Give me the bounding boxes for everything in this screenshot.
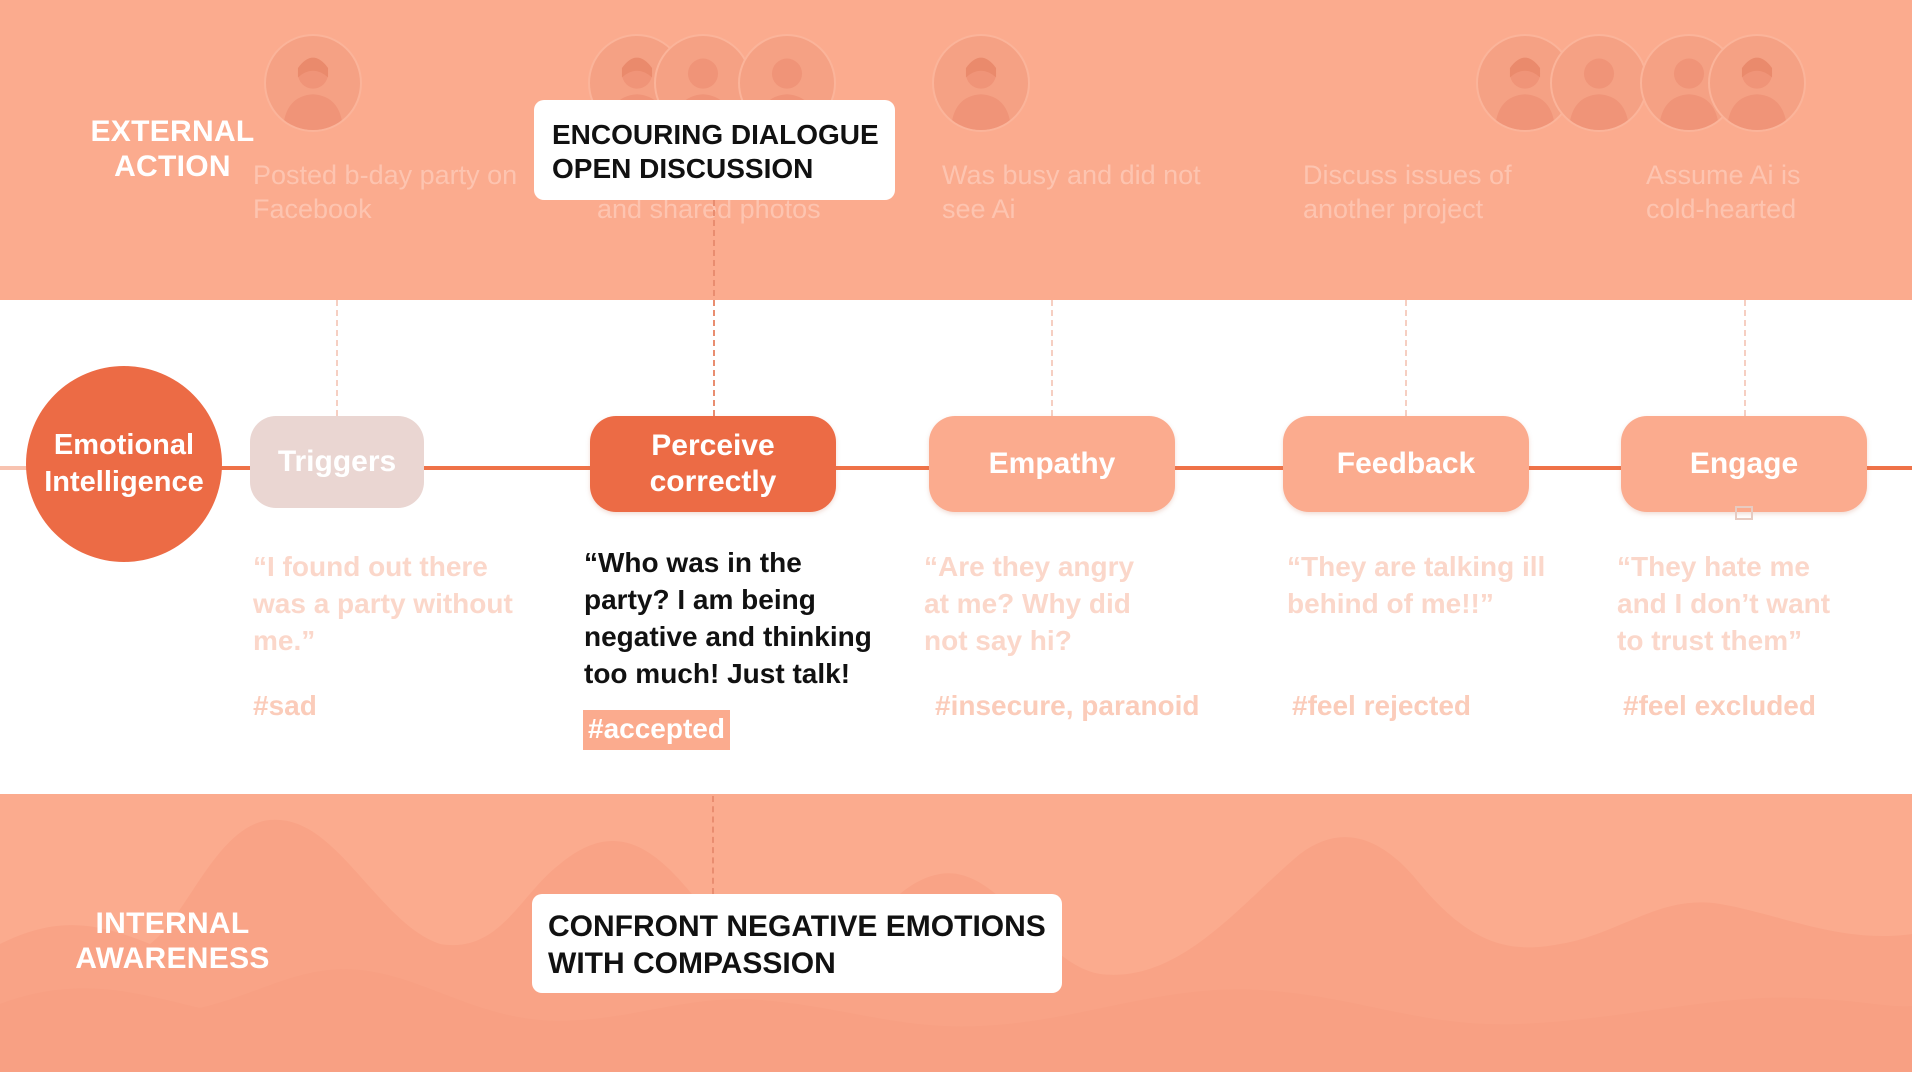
- dialogue-callout: ENCOURING DIALOGUE OPEN DISCUSSION: [534, 100, 895, 200]
- quote-line: to trust them”: [1617, 625, 1803, 656]
- stage-perceive-correctly: Perceive correctly: [590, 416, 836, 512]
- external-action-line: cold-hearted: [1646, 194, 1797, 224]
- center-label-line: Emotional: [53, 429, 195, 461]
- stage-label: correctly: [649, 465, 777, 498]
- stage-triggers: Triggers: [250, 416, 424, 508]
- square-icon: [1735, 506, 1753, 520]
- person-avatar-icon: [932, 34, 1030, 132]
- quote-line: not say hi?: [924, 625, 1072, 656]
- stage-engage: Engage: [1621, 416, 1867, 512]
- quote-line: was a party without: [253, 588, 513, 619]
- external-action-line: Posted b-day party on: [253, 160, 518, 190]
- connector-line: [712, 796, 714, 894]
- quote-line: “They are talking ill: [1287, 551, 1546, 582]
- quote-line: party? I am being: [584, 584, 816, 615]
- quote-line: negative and thinking: [584, 621, 872, 652]
- quote-line: “Are they angry: [924, 551, 1135, 582]
- stage-quote: “I found out there was a party without m…: [253, 548, 513, 659]
- quote-line: too much! Just talk!: [584, 658, 851, 689]
- external-action-line: see Ai: [942, 194, 1016, 224]
- person-avatar-icon: [1708, 34, 1806, 132]
- person-avatar-icon: [1550, 34, 1648, 132]
- emotion-tag: #feel rejected: [1292, 690, 1471, 721]
- person-avatar-icon: [264, 34, 362, 132]
- stage-quote: “They are talking ill behind of me!!”: [1287, 548, 1545, 622]
- timeline-line-start: [0, 466, 40, 470]
- external-action-line: Facebook: [253, 194, 372, 224]
- emotion-tag-accepted: #accepted: [583, 710, 730, 750]
- callout-line: CONFRONT NEGATIVE EMOTIONS: [548, 910, 1046, 943]
- external-label-line: EXTERNAL: [90, 115, 255, 148]
- stage-label: Empathy: [988, 447, 1116, 480]
- external-action-line: another project: [1303, 194, 1484, 224]
- external-action-label: EXTERNAL ACTION: [60, 114, 285, 184]
- center-label-line: Intelligence: [44, 466, 204, 498]
- internal-label-line: INTERNAL: [95, 907, 250, 940]
- callout-line: WITH COMPASSION: [548, 947, 836, 980]
- stage-feedback: Feedback: [1283, 416, 1529, 512]
- quote-line: and I don’t want: [1617, 588, 1831, 619]
- quote-line: me.”: [253, 625, 316, 656]
- external-action-line: Was busy and did not: [942, 160, 1201, 190]
- external-action-line: Discuss issues of: [1303, 160, 1512, 190]
- stage-label: Engage: [1689, 447, 1799, 480]
- quote-line: “Who was in the: [584, 547, 802, 578]
- connector-line: [336, 300, 338, 416]
- stage-quote: “Are they angry at me? Why did not say h…: [924, 548, 1134, 659]
- connector-line: [1051, 300, 1053, 416]
- stage-empathy: Empathy: [929, 416, 1175, 512]
- compassion-callout: CONFRONT NEGATIVE EMOTIONS WITH COMPASSI…: [532, 894, 1062, 993]
- stage-label: Triggers: [277, 445, 397, 478]
- connector-line: [1744, 300, 1746, 416]
- external-action-text: Assume Ai is cold-hearted: [1646, 158, 1912, 226]
- stage-quote-active: “Who was in the party? I am being negati…: [584, 544, 872, 692]
- quote-line: “They hate me: [1617, 551, 1810, 582]
- quote-line: “I found out there: [253, 551, 488, 582]
- external-label-line: ACTION: [114, 150, 231, 183]
- internal-awareness-label: INTERNAL AWARENESS: [60, 906, 285, 976]
- stage-label: Feedback: [1336, 447, 1476, 480]
- emotion-tag: #sad: [253, 690, 317, 721]
- quote-line: at me? Why did: [924, 588, 1131, 619]
- connector-line: [713, 200, 715, 416]
- external-action-text: Posted b-day party on Facebook: [253, 158, 553, 226]
- quote-line: behind of me!!”: [1287, 588, 1494, 619]
- callout-line: OPEN DISCUSSION: [552, 153, 814, 184]
- callout-line: ENCOURING DIALOGUE: [552, 119, 879, 150]
- external-action-line: Assume Ai is: [1646, 160, 1801, 190]
- emotional-intelligence-node: Emotional Intelligence: [26, 366, 222, 562]
- connector-line: [1405, 300, 1407, 416]
- internal-label-line: AWARENESS: [75, 942, 270, 975]
- stage-label: Perceive: [651, 429, 775, 462]
- external-action-text: Discuss issues of another project: [1303, 158, 1603, 226]
- stage-quote: “They hate me and I don’t want to trust …: [1617, 548, 1830, 659]
- external-action-text: Was busy and did not see Ai: [942, 158, 1242, 226]
- emotion-tag: #insecure, paranoid: [935, 690, 1200, 721]
- emotion-tag: #feel excluded: [1623, 690, 1816, 721]
